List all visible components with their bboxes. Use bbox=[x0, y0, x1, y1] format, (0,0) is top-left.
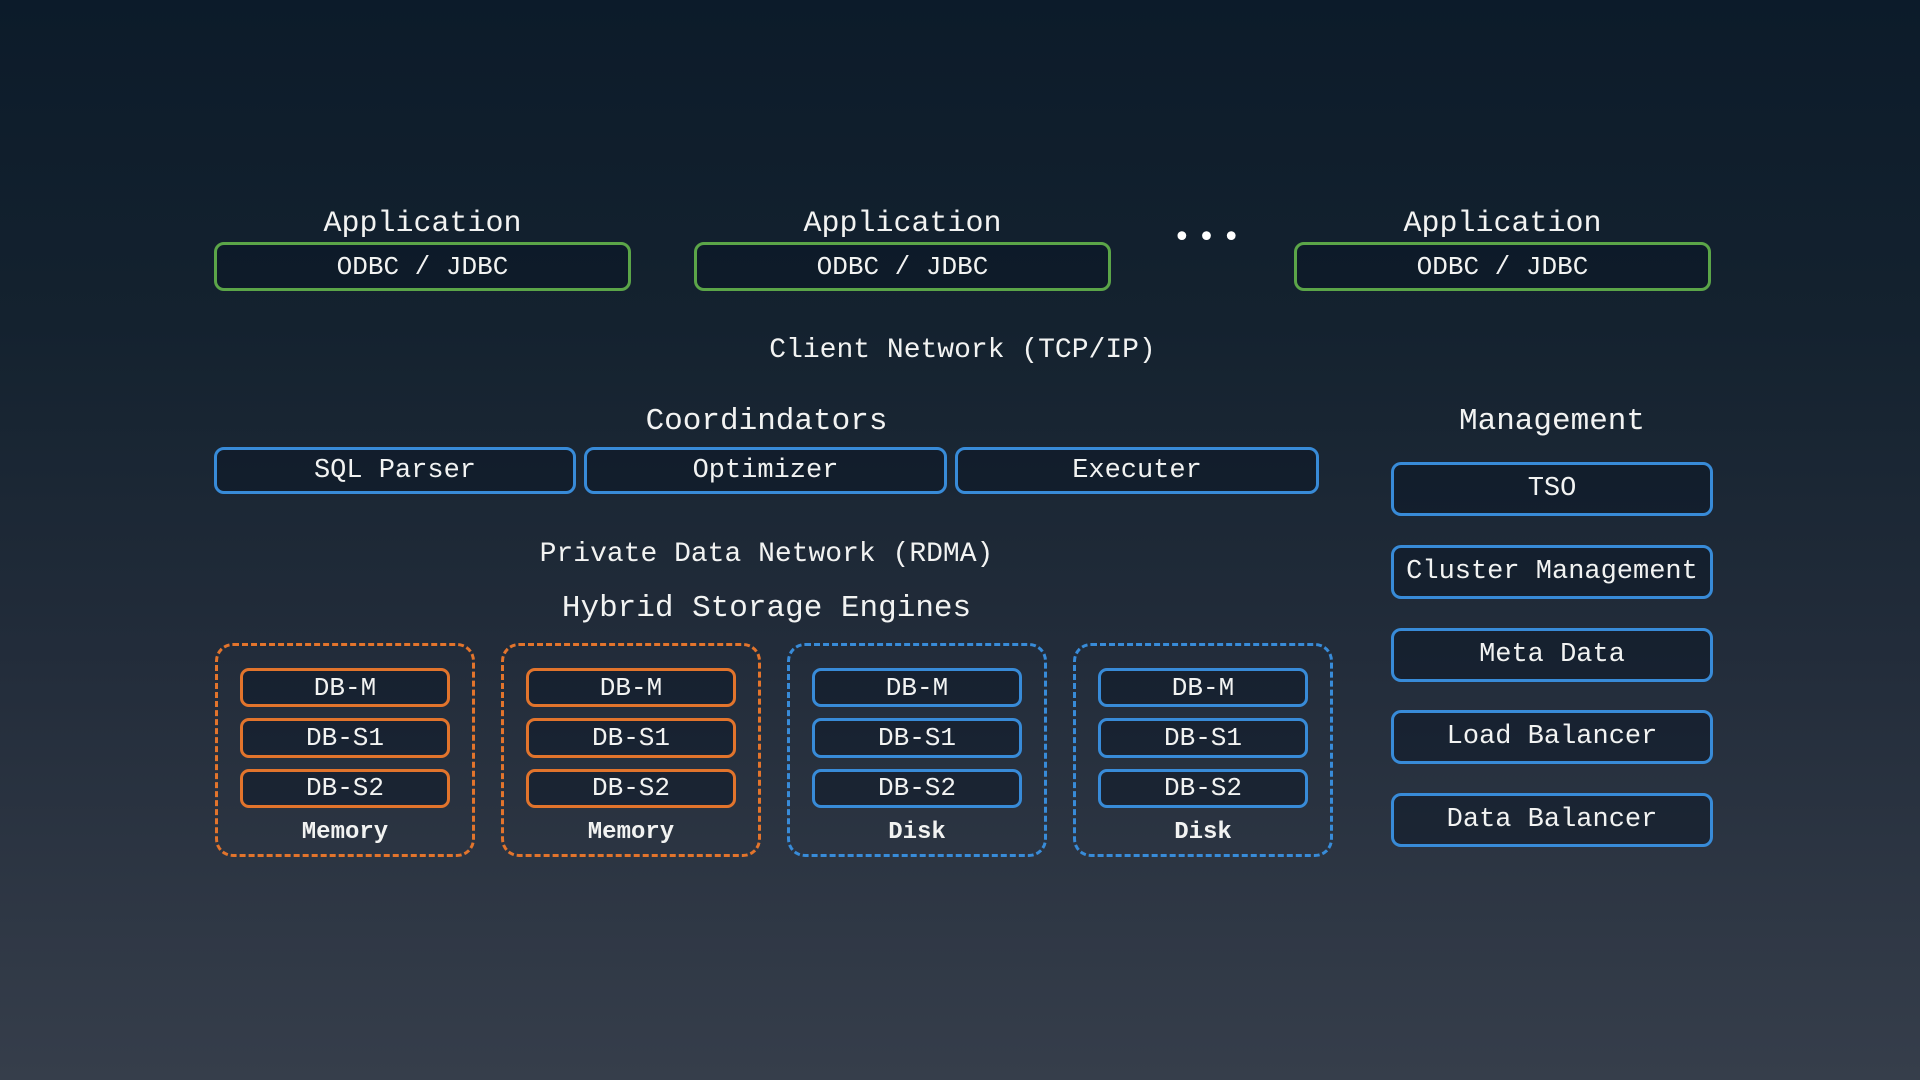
client-network-label: Client Network (TCP/IP) bbox=[769, 335, 1156, 366]
coordinator-box-executer: Executer bbox=[955, 447, 1319, 494]
storage-group-disk-1: DB-M DB-S1 DB-S2 Disk bbox=[787, 643, 1047, 857]
management-box-meta-data: Meta Data bbox=[1391, 628, 1713, 682]
coordinator-box-sql-parser: SQL Parser bbox=[214, 447, 576, 494]
storage-node: DB-M bbox=[812, 668, 1022, 708]
management-box-tso: TSO bbox=[1391, 462, 1713, 516]
storage-node: DB-M bbox=[240, 668, 450, 708]
storage-node: DB-S2 bbox=[812, 768, 1022, 808]
storage-node: DB-S1 bbox=[240, 718, 450, 758]
storage-node: DB-M bbox=[1098, 668, 1308, 708]
storage-group-memory-2: DB-M DB-S1 DB-S2 Memory bbox=[501, 643, 761, 857]
storage-node: DB-M bbox=[526, 668, 736, 708]
storage-group-disk-2: DB-M DB-S1 DB-S2 Disk bbox=[1073, 643, 1333, 857]
storage-node: DB-S2 bbox=[240, 768, 450, 808]
management-box-cluster-management: Cluster Management bbox=[1391, 545, 1713, 599]
storage-group-memory-1: DB-M DB-S1 DB-S2 Memory bbox=[215, 643, 475, 857]
application-title: Application bbox=[1403, 207, 1602, 241]
storage-group-label: Memory bbox=[587, 818, 675, 846]
storage-node: DB-S1 bbox=[812, 718, 1022, 758]
odbc-jdbc-box: ODBC / JDBC bbox=[1294, 242, 1711, 291]
storage-group-label: Memory bbox=[301, 818, 389, 846]
storage-node: DB-S1 bbox=[1098, 718, 1308, 758]
management-title: Management bbox=[1458, 404, 1646, 439]
odbc-jdbc-box: ODBC / JDBC bbox=[694, 242, 1111, 291]
odbc-jdbc-box: ODBC / JDBC bbox=[214, 242, 631, 291]
hybrid-storage-engines-title: Hybrid Storage Engines bbox=[561, 591, 972, 626]
private-data-network-label: Private Data Network (RDMA) bbox=[539, 539, 994, 570]
storage-node: DB-S2 bbox=[1098, 768, 1308, 808]
storage-node: DB-S1 bbox=[526, 718, 736, 758]
storage-node: DB-S2 bbox=[526, 768, 736, 808]
coordinator-box-optimizer: Optimizer bbox=[584, 447, 947, 494]
management-box-load-balancer: Load Balancer bbox=[1391, 710, 1713, 764]
storage-group-label: Disk bbox=[888, 818, 946, 846]
coordinators-title: Coordindators bbox=[645, 404, 888, 439]
storage-group-label: Disk bbox=[1174, 818, 1232, 846]
application-title: Application bbox=[803, 207, 1002, 241]
management-box-data-balancer: Data Balancer bbox=[1391, 793, 1713, 847]
application-title: Application bbox=[323, 207, 522, 241]
more-applications-ellipsis-icon: ••• bbox=[1172, 220, 1248, 255]
